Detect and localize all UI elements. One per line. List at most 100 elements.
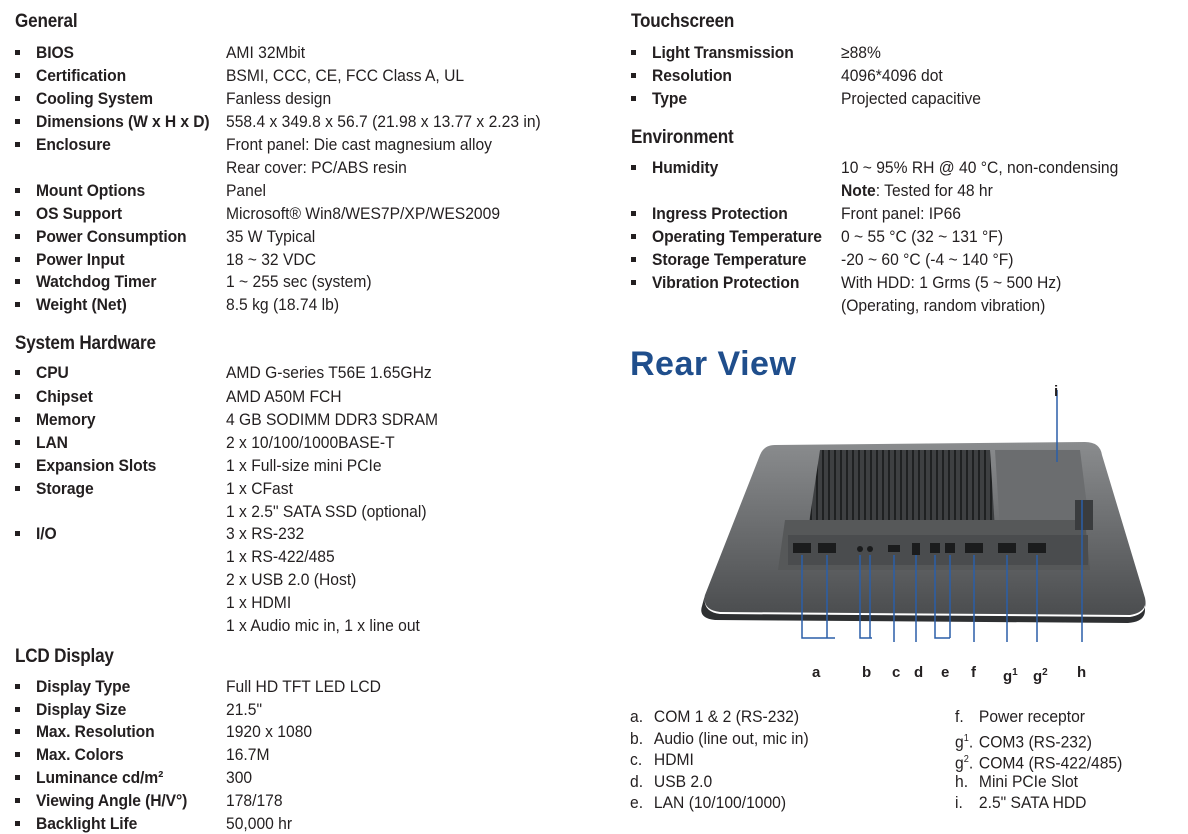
bullet-icon	[15, 234, 20, 239]
spec-value: 4 GB SODIMM DDR3 SDRAM	[226, 410, 439, 429]
spec-value: Fanless design	[226, 89, 332, 108]
spec-note: Note: Tested for 48 hr	[841, 181, 993, 201]
callout-c: c	[892, 664, 901, 681]
spec-label: Storage	[36, 479, 94, 498]
bullet-icon	[15, 50, 20, 55]
bullet-icon	[15, 211, 20, 216]
legend-key: g2.	[955, 749, 979, 774]
bullet-icon	[15, 142, 20, 147]
spec-value: Front panel: IP66	[841, 204, 961, 223]
spec-label: Weight (Net)	[36, 295, 127, 314]
legend-text: Power receptor	[978, 707, 1085, 726]
com2-port	[818, 543, 836, 553]
spec-value: 558.4 x 349.8 x 56.7 (21.98 x 13.77 x 2.…	[226, 112, 541, 131]
legend-item: i. 2.5" SATA HDD	[955, 792, 1086, 813]
callout-g2-letter: g	[1033, 668, 1043, 685]
spec-value: Projected capacitive	[841, 89, 981, 108]
spec-value: Full HD TFT LED LCD	[226, 677, 381, 696]
spec-label: I/O	[36, 524, 57, 543]
bullet-icon	[15, 394, 20, 399]
spec-value: 18 ~ 32 VDC	[226, 250, 316, 269]
legend-key-letter: f.	[955, 707, 964, 726]
callout-g2-sup: 2	[1042, 667, 1048, 678]
spec-label: Power Input	[36, 250, 125, 269]
spec-label: CPU	[36, 363, 69, 382]
com4-port	[1028, 543, 1046, 553]
spec-value: 1 x HDMI	[226, 593, 292, 612]
bullet-icon	[15, 257, 20, 262]
spec-value: Rear cover: PC/ABS resin	[226, 158, 407, 177]
callout-i: i	[1054, 383, 1059, 400]
touchscreen-heading: Touchscreen	[631, 11, 735, 32]
lan2-port	[945, 543, 955, 553]
spec-label: Humidity	[652, 158, 719, 177]
spec-label: Vibration Protection	[652, 273, 800, 292]
spec-value: 1 x Full-size mini PCIe	[226, 456, 382, 475]
legend-key-letter: g	[955, 732, 964, 752]
spec-value: 1 x Audio mic in, 1 x line out	[226, 616, 420, 635]
legend-item: b.Audio (line out, mic in)	[630, 728, 809, 749]
spec-label: Display Size	[36, 700, 127, 719]
usb-port	[912, 543, 920, 555]
legend-key-letter: b.	[630, 728, 644, 748]
spec-label: Backlight Life	[36, 814, 138, 833]
spec-value: With HDD: 1 Grms (5 ~ 500 Hz)	[841, 273, 1062, 292]
spec-value: BSMI, CCC, CE, FCC Class A, UL	[226, 66, 465, 85]
legend-text: LAN (10/100/1000)	[653, 793, 787, 812]
rear-view-device-image	[701, 390, 1146, 642]
legend-item: e.LAN (10/100/1000)	[630, 792, 786, 813]
spec-value: 1 x 2.5" SATA SSD (optional)	[226, 502, 427, 521]
legend-key-letter: c.	[630, 750, 643, 769]
spec-value: 8.5 kg (18.74 lb)	[226, 295, 340, 314]
spec-value: 300	[226, 768, 253, 787]
spec-value: AMD A50M FCH	[226, 387, 342, 406]
spec-value: Front panel: Die cast magnesium alloy	[226, 135, 493, 154]
spec-value: 2 x USB 2.0 (Host)	[226, 570, 357, 589]
bullet-icon	[15, 96, 20, 101]
power-port	[965, 543, 983, 553]
spec-value: 1 x RS-422/485	[226, 547, 335, 566]
spec-label: Light Transmission	[652, 43, 794, 62]
lcd-display-heading: LCD Display	[15, 646, 114, 667]
bullet-icon	[631, 73, 636, 78]
bullet-icon	[15, 463, 20, 468]
bullet-icon	[15, 279, 20, 284]
spec-label: Watchdog Timer	[36, 272, 157, 291]
spec-value: 3 x RS-232	[226, 524, 305, 543]
legend-key: f.	[955, 706, 979, 727]
bullet-icon	[15, 775, 20, 780]
spec-label: Chipset	[36, 387, 93, 406]
spec-label: LAN	[36, 433, 68, 452]
legend-text: USB 2.0	[653, 771, 713, 791]
legend-item: h.Mini PCIe Slot	[955, 771, 1078, 792]
bullet-icon	[631, 257, 636, 262]
callout-a: a	[812, 664, 821, 681]
legend-item: a. COM 1 & 2 (RS-232)	[630, 706, 799, 727]
audio-in-jack	[867, 546, 873, 552]
bullet-icon	[15, 73, 20, 78]
spec-label: Cooling System	[36, 89, 153, 108]
spec-value: 10 ~ 95% RH @ 40 °C, non-condensing	[841, 158, 1119, 177]
callout-d: d	[914, 664, 924, 681]
callout-f: f	[971, 664, 976, 681]
legend-key-letter: a.	[630, 707, 644, 726]
bullet-icon	[15, 119, 20, 124]
legend-text: 2.5" SATA HDD	[978, 793, 1087, 812]
bullet-icon	[15, 531, 20, 536]
bullet-icon	[631, 234, 636, 239]
spec-value: -20 ~ 60 °C (-4 ~ 140 °F)	[841, 250, 1014, 269]
legend-key: a.	[630, 706, 654, 727]
legend-key-letter: i.	[955, 793, 963, 812]
spec-label: Enclosure	[36, 135, 111, 154]
legend-key: b.	[630, 728, 654, 749]
spec-value: Microsoft® Win8/WES7P/XP/WES2009	[226, 204, 501, 223]
bullet-icon	[15, 707, 20, 712]
callout-h: h	[1077, 664, 1087, 681]
spec-note-label: Note	[841, 181, 876, 200]
spec-label: Display Type	[36, 677, 131, 696]
spec-value: 1920 x 1080	[226, 722, 313, 741]
general-heading: General	[15, 11, 78, 32]
spec-value: 178/178	[226, 791, 283, 810]
legend-text: COM 1 & 2 (RS-232)	[653, 707, 800, 726]
spec-label: Mount Options	[36, 181, 146, 200]
